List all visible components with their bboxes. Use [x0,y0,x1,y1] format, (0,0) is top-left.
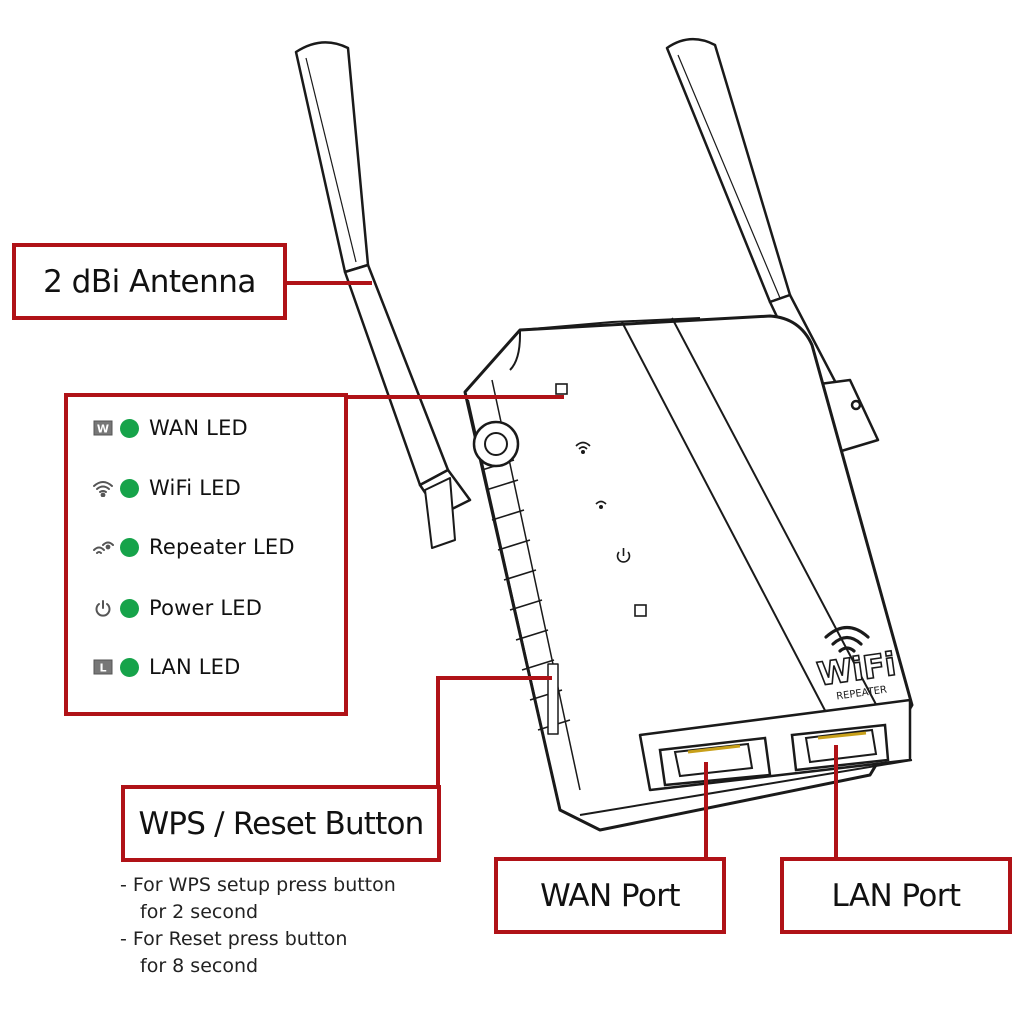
power-icon [92,598,114,618]
device-power-icon [616,548,631,563]
device-lan-icon [634,604,647,617]
antenna-callout: 2 dBi Antenna [12,243,287,320]
led-label-wifi: WiFi LED [149,476,241,500]
led-legend: W WAN LED WiFi LED Repeater LED Power LE… [64,393,348,716]
lan-port-callout-label: LAN Port [831,877,961,914]
led-label-lan: LAN LED [149,655,241,679]
wifi-logo: WiFi REPEATER [814,625,899,703]
led-indicator-repeater [120,537,139,557]
wps-leader-line [436,676,552,785]
wps-note-line: for 2 second [140,901,259,923]
svg-text:W: W [97,423,109,436]
device-wifi-icon [575,441,591,454]
antenna-callout-label: 2 dBi Antenna [43,263,256,300]
led-indicator-wan [120,418,139,438]
led-row-wan: W WAN LED [92,413,248,443]
wps-instructions: - For WPS setup press button for 2 secon… [120,872,450,980]
led-row-power: Power LED [92,593,262,623]
wifi-icon [92,478,114,498]
led-indicator-lan [120,657,139,677]
led-label-power: Power LED [149,596,263,620]
lan-port-callout: LAN Port [780,857,1012,934]
wan-port [658,736,772,787]
wan-icon: W [92,418,114,438]
device-repeater-icon [595,500,607,509]
repeater-icon [92,537,114,557]
led-row-lan: L LAN LED [92,652,240,682]
wan-port-callout-label: WAN Port [540,877,680,914]
wps-reset-callout: WPS / Reset Button [121,785,441,862]
device-led-icons [555,383,647,617]
led-label-wan: WAN LED [149,416,248,440]
led-row-repeater: Repeater LED [92,532,295,562]
wps-reset-callout-label: WPS / Reset Button [138,805,424,842]
led-label-repeater: Repeater LED [149,535,295,559]
wps-note-line: - For WPS setup press button [120,874,396,896]
led-indicator-power [120,598,139,618]
lan-icon: L [92,657,114,677]
led-indicator-wifi [120,478,139,498]
wps-note-line: - For Reset press button [120,928,348,950]
svg-text:L: L [99,662,106,675]
wps-note-line: for 8 second [140,955,259,977]
lan-port [790,723,890,772]
device-wan-icon [555,383,568,395]
wan-port-callout: WAN Port [494,857,726,934]
leader-lines [287,281,838,857]
wifi-logo-text: WiFi [815,645,899,694]
led-row-wifi: WiFi LED [92,473,241,503]
